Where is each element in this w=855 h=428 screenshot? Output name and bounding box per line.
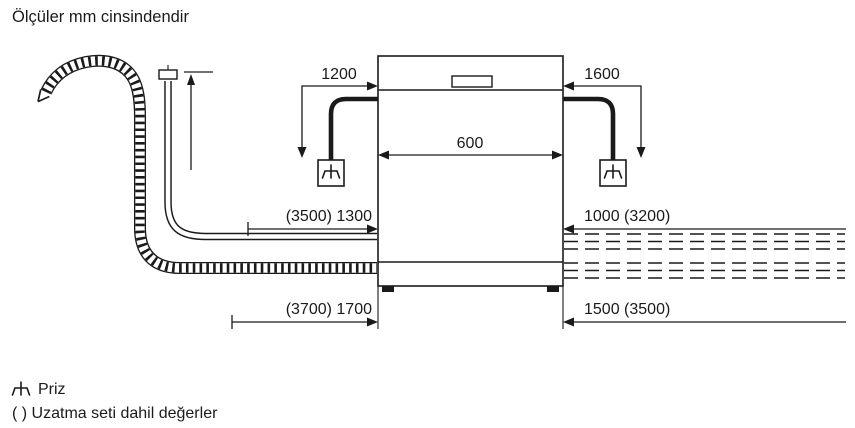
power-cable-right [563,96,616,160]
dim-label-1700: (3700) 1700 [286,301,372,318]
plug-icon-right [603,164,623,179]
arrowhead-left [563,81,574,91]
hose-fitting [158,69,178,80]
foot-right [547,286,559,292]
dimension-width: 600 [378,135,563,160]
power-cable-left [328,96,378,160]
dim-label-1000: 1000 (3200) [584,208,670,225]
arrowhead-left [378,150,389,160]
arrowhead-right [552,150,563,160]
dim-label-1300: (3500) 1300 [286,208,372,225]
dim-label-1200: 1200 [321,66,357,83]
dimension-drain-hose: (3700) 1700 [231,301,378,329]
arrowhead-left [563,224,574,234]
dimension-line [301,85,368,147]
arrow-up [187,74,195,85]
drain-hose [37,54,377,274]
dim-label-1600: 1600 [584,66,620,83]
dimension-right-bottom: 1500 (3500) [563,301,846,327]
arrowhead-right [367,81,378,91]
drain-hose-corrugation [41,56,377,273]
dimension-cable-right: 1600 [563,66,646,158]
arrowhead-down [297,147,307,158]
dishwasher-body [377,55,564,287]
extended-hoses-right [564,233,845,279]
legend: Priz ( ) Uzatma seti dahil değerler [11,381,218,422]
water-supply-hose [158,65,377,241]
foot-left [382,286,394,292]
socket-box-left [317,159,345,187]
legend-socket-label: Priz [38,381,66,398]
dimension-line [573,85,642,147]
arrowhead-down [636,147,646,158]
dimension-right-top: 1000 (3200) [563,208,846,234]
plug-icon [11,381,31,396]
supply-hose-fill [165,81,377,239]
dimension-inlet-hose: (3500) 1300 [247,208,378,236]
connection-height-indicator [184,71,213,170]
units-note: Ölçüler mm cinsindendir [12,8,189,26]
arrowhead-right [367,224,378,234]
drain-hose-end-arrow [37,89,50,103]
dim-label-1500: 1500 (3500) [584,301,670,318]
socket-box-right [599,159,627,187]
right-cable-and-socket [563,96,627,187]
door-handle [451,75,493,88]
legend-extension-note: ( ) Uzatma seti dahil değerler [12,405,218,422]
dishwasher [377,55,564,329]
left-cable-and-socket [317,96,378,187]
dim-label-600: 600 [457,135,484,152]
plug-icon-left [321,164,341,179]
arrowhead-left [563,317,574,327]
dimension-cable-left: 1200 [297,66,378,158]
arrowhead-right [367,317,378,327]
